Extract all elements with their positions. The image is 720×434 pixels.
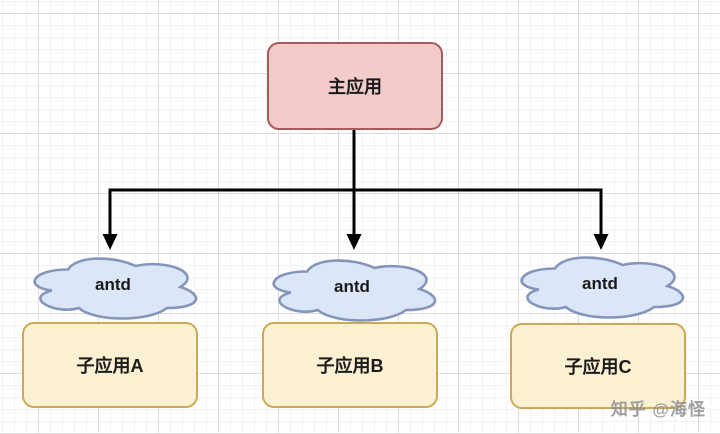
cloud-antd-c-label: antd xyxy=(582,274,618,293)
cloud-antd-a: antd xyxy=(20,252,206,322)
node-main-app: 主应用 xyxy=(267,42,443,130)
cloud-icon xyxy=(520,256,685,319)
node-sub-app-b-label: 子应用B xyxy=(316,356,384,376)
cloud-antd-a-label: antd xyxy=(95,275,131,294)
arrowhead-left-icon xyxy=(102,234,118,250)
arrowhead-middle-icon xyxy=(346,234,362,250)
node-sub-app-a: 子应用A xyxy=(22,322,198,408)
node-main-app-label: 主应用 xyxy=(328,77,382,97)
node-sub-app-c-label: 子应用C xyxy=(564,357,632,377)
cloud-antd-c: antd xyxy=(507,251,693,321)
cloud-icon xyxy=(272,259,437,322)
cloud-antd-b-label: antd xyxy=(334,277,370,296)
watermark: 知乎 @海怪 xyxy=(610,400,706,419)
arrowhead-right-icon xyxy=(593,234,609,250)
node-sub-app-b: 子应用B xyxy=(262,322,438,408)
node-sub-app-a-label: 子应用A xyxy=(76,356,144,376)
node-sub-app-c: 子应用C xyxy=(510,323,686,409)
cloud-icon xyxy=(33,257,198,320)
cloud-antd-b: antd xyxy=(259,254,445,324)
